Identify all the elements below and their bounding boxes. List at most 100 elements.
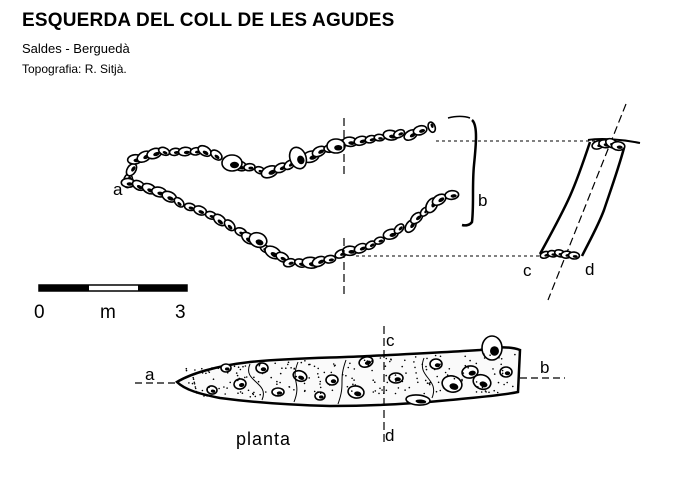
sediment-dot [467, 367, 470, 369]
sediment-dot [379, 357, 382, 359]
sediment-dot [235, 372, 238, 374]
sediment-dot [501, 374, 504, 377]
sediment-dot [328, 384, 331, 386]
sediment-dot [366, 360, 369, 362]
sediment-dot [426, 382, 429, 385]
profile-stone-shade [183, 150, 190, 155]
sediment-dot [270, 376, 273, 379]
sediment-dot [500, 358, 503, 360]
sediment-dot [481, 386, 484, 389]
sediment-dot [303, 390, 306, 393]
sediment-dot [193, 383, 196, 385]
sediment-dot [201, 372, 204, 374]
sediment-dot [194, 387, 197, 390]
sediment-dot [223, 386, 225, 388]
sediment-dot [464, 355, 467, 358]
profile-stone-shade [348, 141, 355, 145]
sediment-dot [501, 372, 504, 375]
sediment-dot [259, 393, 262, 396]
sediment-dot [428, 383, 431, 386]
sediment-dot [242, 365, 244, 368]
plan-division-line [421, 357, 435, 399]
sediment-dot [433, 368, 436, 371]
plan-sediment-dots [185, 353, 516, 398]
sediment-dot [469, 359, 471, 362]
profile-stone-shade [230, 161, 239, 169]
sediment-dot [423, 392, 426, 395]
sediment-dot [261, 372, 264, 375]
sediment-dot [408, 386, 411, 389]
sediment-dot [483, 357, 486, 359]
scale-bar-segment-1 [39, 285, 89, 291]
sediment-dot [218, 387, 220, 390]
sediment-dot [475, 362, 478, 365]
sediment-dot [512, 385, 514, 388]
profile-stone-shade [162, 151, 168, 155]
sediment-dot [450, 384, 452, 386]
sediment-dot [417, 381, 419, 384]
sediment-dot [295, 375, 298, 378]
sediment-dot [353, 368, 356, 370]
sediment-dot [206, 388, 208, 391]
profile-stone-shade [438, 197, 445, 203]
sediment-dot [257, 380, 260, 383]
sediment-dot [437, 381, 440, 384]
sediment-dot [371, 369, 373, 372]
sediment-dot [265, 391, 267, 393]
sediment-dot [386, 381, 389, 384]
profile-stone-shade [416, 215, 422, 221]
sediment-dot [226, 372, 229, 374]
profile-stone-shade [378, 239, 383, 243]
sediment-dot [224, 393, 226, 395]
sediment-dot [354, 384, 357, 386]
sediment-dot [293, 367, 296, 370]
plan-stone-shade [225, 367, 230, 371]
sediment-dot [367, 364, 370, 367]
plan-stone-shade [364, 360, 372, 365]
sediment-dot [371, 360, 373, 362]
sediment-dot [287, 363, 289, 366]
sediment-dot [464, 364, 467, 367]
sediment-dot [501, 369, 504, 372]
sediment-dot [439, 363, 441, 366]
sediment-dot [185, 367, 188, 370]
profile-stone-shade [217, 219, 223, 225]
plan-division-line [248, 363, 264, 401]
sediment-dot [207, 370, 210, 372]
profile-stone-shade [227, 224, 233, 230]
sediment-dot [206, 395, 208, 397]
sediment-dot [413, 361, 415, 363]
sediment-dot [484, 390, 487, 392]
sediment-dot [245, 376, 248, 378]
sediment-dot [288, 386, 291, 388]
sediment-dot [384, 365, 387, 368]
plan-stone-shade [260, 367, 267, 372]
sediment-dot [395, 380, 397, 382]
sediment-dot [489, 354, 491, 357]
sediment-dot [323, 371, 326, 374]
profile-stone-shade [430, 123, 434, 128]
sediment-dot [480, 391, 483, 393]
profile-stone-shade [153, 151, 160, 157]
plan-stones [206, 335, 513, 406]
sediment-dot [385, 374, 388, 377]
sediment-dot [462, 372, 465, 374]
scale-label-unit: m [100, 302, 116, 323]
profile-stone-shade [177, 201, 182, 206]
sediment-dot [428, 382, 431, 385]
sediment-dot [277, 394, 279, 396]
sediment-dot [244, 376, 246, 379]
sediment-dot [414, 356, 417, 358]
profile-stone-shade [369, 243, 375, 247]
sediment-dot [317, 367, 320, 370]
sediment-dot [345, 374, 347, 377]
sediment-dot [334, 364, 336, 367]
sediment-dot [379, 387, 381, 390]
sediment-dot [276, 383, 278, 386]
sediment-dot [452, 375, 455, 378]
sediment-dot [434, 354, 437, 357]
sediment-dot [276, 380, 278, 383]
sediment-dot [405, 372, 407, 374]
profile-stone-outline [120, 121, 460, 270]
